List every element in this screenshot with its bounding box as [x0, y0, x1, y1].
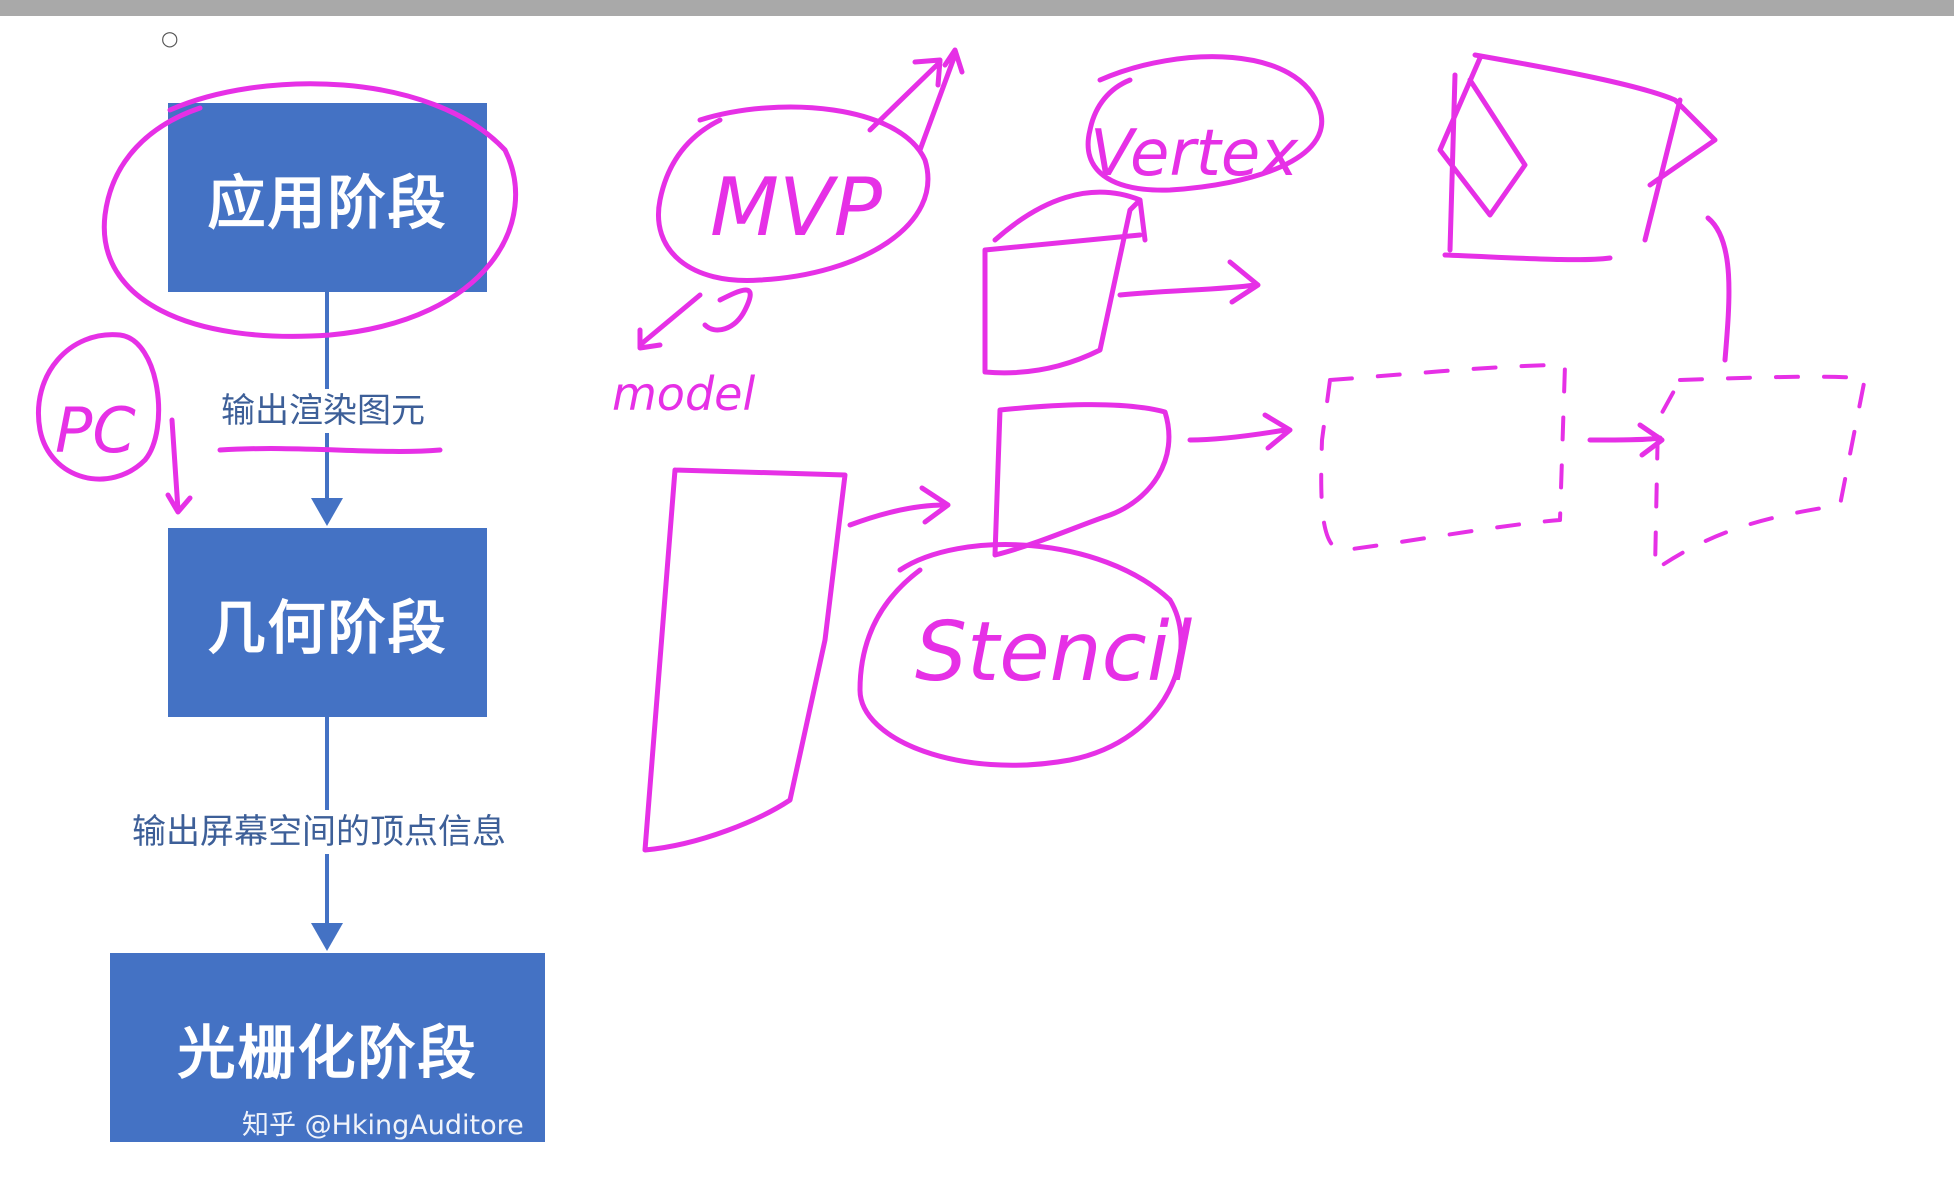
ink-text-stencil: Stencil	[915, 605, 1192, 700]
ink-text-pc: PC	[55, 394, 136, 467]
ink-arrow-mvp-right	[917, 47, 965, 153]
arrowhead-down-icon	[311, 923, 343, 951]
ink-text-mvp: MVP	[710, 161, 883, 254]
ink-shape-quad-1	[992, 402, 1172, 558]
ink-arrow-model	[637, 292, 703, 351]
stage-box-geometry: 几何阶段	[168, 528, 487, 717]
ink-ellipse-vertex	[1085, 54, 1325, 193]
ink-shape-trapezoid	[642, 467, 848, 853]
bullet-mark: ○	[161, 26, 179, 50]
ink-arrow-cube	[1117, 259, 1261, 305]
ink-stroke-pc-arrow	[165, 417, 193, 515]
ink-ellipse-stencil	[857, 542, 1184, 768]
ink-underline-label	[217, 446, 443, 454]
ink-ellipse-mvp	[656, 104, 931, 283]
edge-label-screen-vertices: 输出屏幕空间的顶点信息	[128, 810, 510, 854]
ink-arrow-trapezoid	[847, 485, 951, 528]
ink-stroke-mvp-tail	[702, 287, 753, 333]
ink-arrow-mvp-up	[867, 57, 943, 133]
ink-arrow-dashed	[1587, 422, 1665, 458]
ink-text-vertex: Vertex	[1090, 117, 1299, 191]
ink-text-model: model	[612, 367, 755, 421]
arrowhead-down-icon	[311, 498, 343, 526]
ink-dashed-box-2	[1653, 374, 1867, 572]
stage-box-application: 应用阶段	[168, 103, 487, 292]
watermark: 知乎 @HkingAuditore	[242, 1110, 524, 1141]
ink-dashed-box-1	[1319, 363, 1567, 553]
ink-circle-pc	[36, 332, 162, 482]
edge-label-render-primitives: 输出渲染图元	[217, 389, 429, 433]
ink-shape-prism	[1437, 52, 1718, 263]
top-bar	[0, 0, 1954, 16]
ink-arrow-quad-1	[1187, 412, 1293, 451]
ink-stroke-prism-down	[1705, 215, 1732, 363]
stage-box-rasterization: 光栅化阶段	[110, 953, 545, 1142]
ink-shape-cube	[982, 189, 1148, 376]
